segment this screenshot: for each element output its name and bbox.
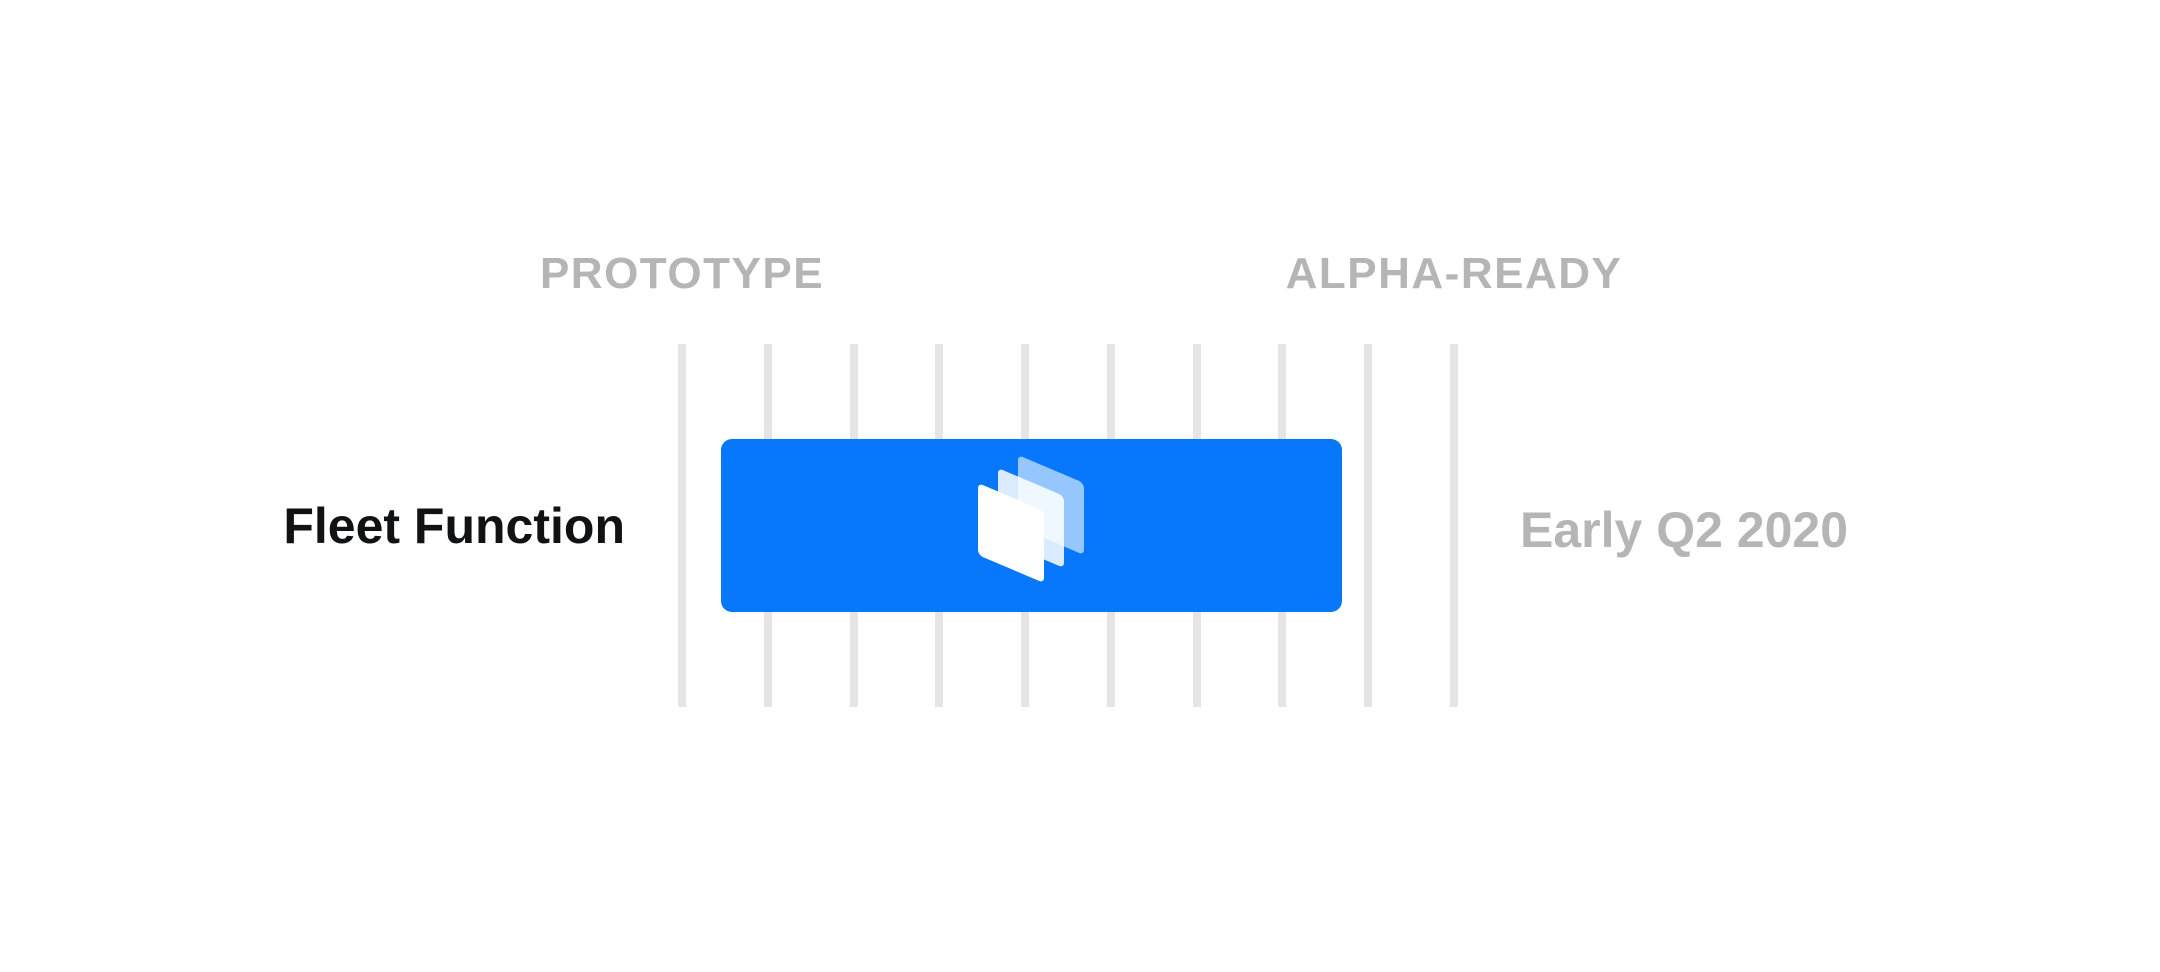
- eta-label: Early Q2 2020: [1520, 502, 1849, 558]
- gridline: [678, 344, 686, 707]
- stage-label-alpha-ready: ALPHA-READY: [1285, 249, 1623, 298]
- gridline: [1364, 344, 1373, 707]
- stage-label-prototype: PROTOTYPE: [539, 249, 825, 298]
- gridline: [1450, 344, 1458, 707]
- layers-icon: [978, 455, 1085, 585]
- timeline-bar-fleet-function: [720, 439, 1343, 612]
- row-label-fleet-function: Fleet Function: [283, 498, 625, 554]
